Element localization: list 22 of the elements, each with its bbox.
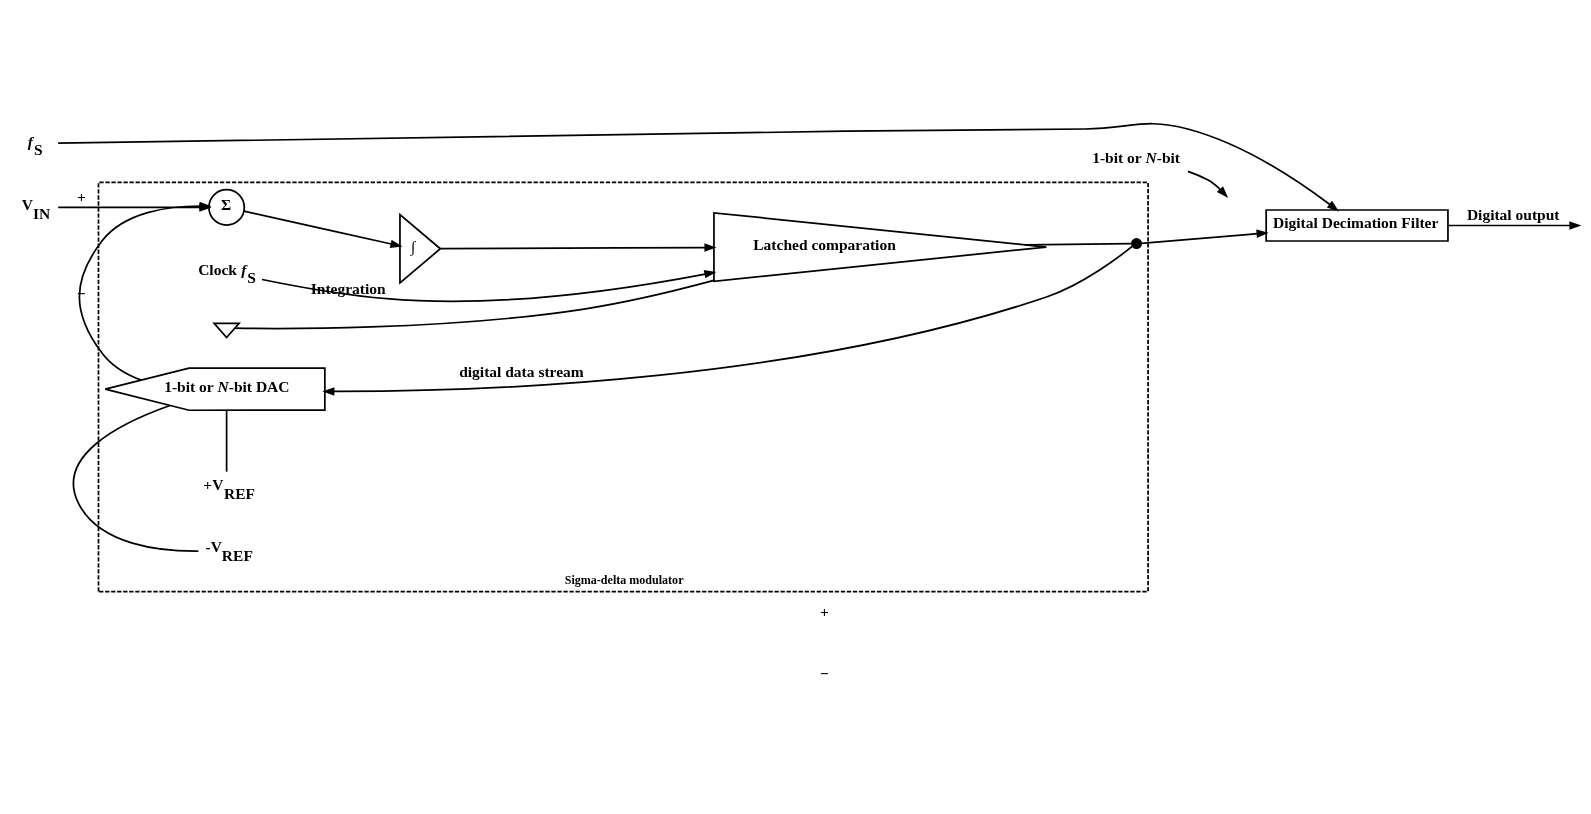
edge-label: digital data stream [459,362,584,380]
connector [72,404,200,552]
connector [233,279,715,329]
edge-label: + [76,187,86,205]
node-box: Digital Decimation Filter [1265,208,1449,242]
node-triangle [212,321,241,339]
arrow [261,269,717,302]
node-label: Integration [310,279,386,297]
arrow [1187,170,1229,198]
connector [1024,242,1133,246]
edge-label: Digital output [1466,205,1560,223]
arrow [243,209,403,248]
arrow [1140,229,1269,244]
node-circle: Σ [208,188,246,226]
arrow [439,242,717,252]
arrow [322,244,1134,396]
node-circle [1131,237,1143,249]
arrow [1447,220,1582,230]
node-text: 1-bit or N-bit [1092,148,1181,166]
label: − [820,664,829,682]
connector [225,409,228,472]
label: + [820,602,829,620]
